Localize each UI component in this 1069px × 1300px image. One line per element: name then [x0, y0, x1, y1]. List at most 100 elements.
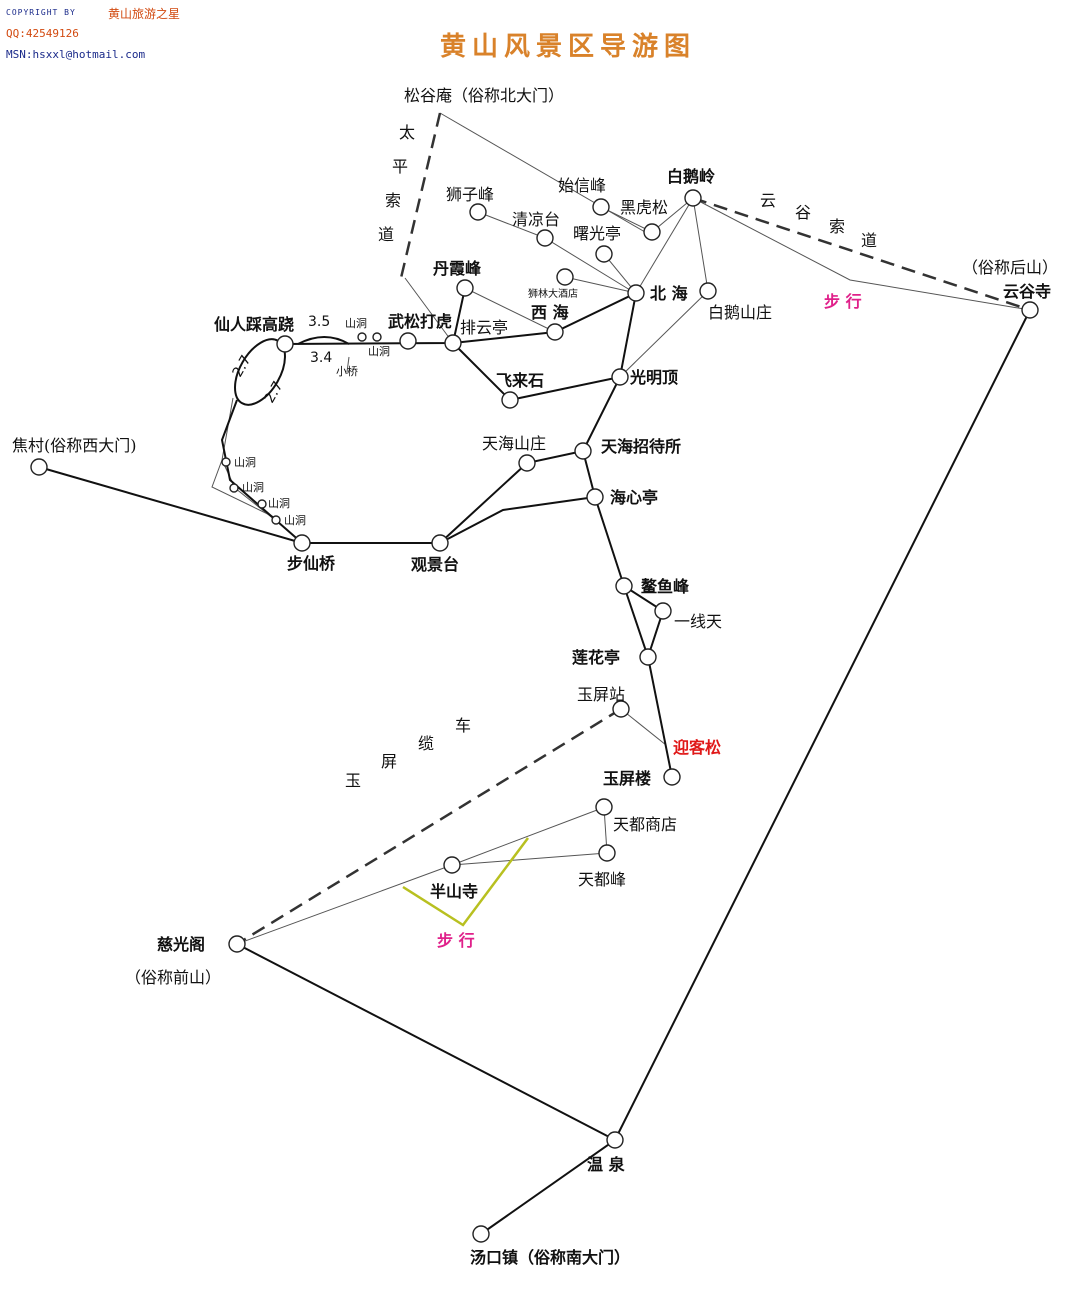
- label-yungu-4: 道: [861, 231, 877, 250]
- label-yungu-3: 索: [829, 217, 845, 236]
- label-ciguangge: 慈光阁: [157, 935, 205, 954]
- node-beihai: [627, 284, 645, 302]
- node-wenquan: [606, 1131, 624, 1149]
- label-jiaocun: 焦村(俗称西大门): [12, 436, 137, 455]
- walk-path-line: [402, 837, 530, 927]
- node-yupingzhan: [612, 700, 630, 718]
- node-qingliangtai: [536, 229, 554, 247]
- label-tiandushangdian: 天都商店: [613, 815, 677, 834]
- label-yuping-1: 玉: [345, 771, 361, 790]
- label-guangmingding: 光明顶: [629, 368, 678, 387]
- label-yupinglou: 玉屏楼: [603, 769, 651, 788]
- label-wusong: 武松打虎: [388, 312, 452, 331]
- node-yupinglou: [663, 768, 681, 786]
- node-shilin: [556, 268, 574, 286]
- node-tiandushangdian: [595, 798, 613, 816]
- ropeways: [236, 112, 1031, 946]
- label-walk-north: 步 行: [824, 292, 862, 311]
- label-baieling: 白鹅岭: [667, 167, 715, 186]
- node-aoyufeng: [615, 577, 633, 595]
- label-beihai: 北 海: [650, 284, 688, 303]
- node-yungusi: [1021, 301, 1039, 319]
- label-shizifeng: 狮子峰: [446, 185, 494, 204]
- node-shandong-f: [271, 515, 281, 525]
- label-walk-south: 步 行: [437, 931, 475, 950]
- label-yupingzhan: 玉屏站: [577, 685, 625, 704]
- label-songguan: 松谷庵（俗称北大门）: [404, 86, 564, 105]
- node-shandong-d: [229, 483, 239, 493]
- label-tianhaishanzhuang: 天海山庄: [482, 434, 546, 453]
- label-xiaoqiao: 小桥: [336, 365, 358, 378]
- node-guanjingtai: [431, 534, 449, 552]
- label-paiyunting: 排云亭: [460, 318, 508, 337]
- label-distance-3-4: 3.4: [310, 350, 332, 366]
- node-ciguangge: [228, 935, 246, 953]
- node-banshansi: [443, 856, 461, 874]
- node-shandong-a: [357, 332, 367, 342]
- label-yuping-3: 缆: [418, 734, 434, 753]
- node-shandong-b: [372, 332, 382, 342]
- label-xihai: 西 海: [531, 303, 569, 322]
- label-yingkesong: 迎客松: [673, 738, 721, 757]
- node-yixiantian: [654, 602, 672, 620]
- label-taiping-2: 平: [392, 157, 408, 176]
- label-distance-2-7-b: 2.7: [262, 379, 287, 406]
- label-tangkou: 汤口镇（俗称南大门）: [470, 1248, 630, 1267]
- copyright-msn: MSN:hsxxl@hotmail.com: [6, 48, 146, 61]
- node-shandong-e: [257, 499, 267, 509]
- label-shandong-3: 山洞: [234, 456, 256, 469]
- node-haixinting: [586, 488, 604, 506]
- label-houshan: （俗称后山）: [962, 258, 1058, 277]
- label-yuping-4: 车: [455, 716, 471, 735]
- main-routes: [38, 287, 1031, 1235]
- label-taiping-1: 太: [399, 123, 415, 142]
- node-jiaocun: [30, 458, 48, 476]
- node-baieling: [684, 189, 702, 207]
- node-lianhuating: [639, 648, 657, 666]
- copyright-brand: 黄山旅游之星: [108, 7, 181, 21]
- label-distance-2-7-a: 2.7: [230, 353, 255, 380]
- node-tangkou: [472, 1225, 490, 1243]
- label-shilin: 狮林大酒店: [528, 287, 578, 300]
- node-shuguangting: [595, 245, 613, 263]
- label-heihusong: 黑虎松: [620, 198, 668, 217]
- label-shandong-2: 山洞: [368, 345, 390, 358]
- label-lianhuating: 莲花亭: [572, 648, 620, 667]
- label-banshansi: 半山寺: [430, 882, 478, 901]
- labels: 松谷庵（俗称北大门） 太 平 索 道 狮子峰 始信峰 白鹅岭 清凉台 黑虎松 曙…: [12, 86, 1058, 1267]
- label-aoyufeng: 鳌鱼峰: [641, 577, 690, 596]
- label-xianren: 仙人踩高跷: [214, 315, 294, 334]
- copyright-qq: QQ:42549126: [6, 27, 79, 40]
- label-feilaishi: 飞来石: [496, 371, 544, 390]
- label-tianhaizhaodai: 天海招待所: [601, 437, 681, 456]
- node-wusong: [399, 332, 417, 350]
- node-heihusong: [643, 223, 661, 241]
- node-baieshanzhuang: [699, 282, 717, 300]
- node-paiyunting: [444, 334, 462, 352]
- map-title: 黄山风景区导游图: [440, 32, 697, 62]
- label-buxianqiao: 步仙桥: [287, 554, 336, 573]
- node-buxianqiao: [293, 534, 311, 552]
- node-tianhaishanzhuang: [518, 454, 536, 472]
- label-distance-3-5: 3.5: [308, 314, 330, 330]
- label-taiping-4: 道: [378, 225, 394, 244]
- node-shixinfeng: [592, 198, 610, 216]
- label-qingliangtai: 清凉台: [512, 210, 560, 229]
- label-shuguangting: 曙光亭: [573, 224, 621, 243]
- label-yungu-1: 云: [760, 191, 776, 210]
- node-shandong-c: [221, 457, 231, 467]
- label-taiping-3: 索: [385, 191, 401, 210]
- label-shandong-5: 山洞: [268, 497, 290, 510]
- label-haixinting: 海心亭: [610, 488, 658, 507]
- label-yuping-2: 屏: [381, 752, 397, 771]
- copyright-text: COPYRIGHT BY: [6, 8, 76, 17]
- label-shandong-1: 山洞: [345, 317, 367, 330]
- node-xihai: [546, 323, 564, 341]
- node-tianhaizhaodai: [574, 442, 592, 460]
- label-yungusi: 云谷寺: [1003, 282, 1051, 301]
- label-guanjingtai: 观景台: [411, 555, 459, 574]
- label-shixinfeng: 始信峰: [558, 176, 606, 195]
- label-yixiantian: 一线天: [674, 612, 722, 631]
- node-xianren: [276, 335, 294, 353]
- node-feilaishi: [501, 391, 519, 409]
